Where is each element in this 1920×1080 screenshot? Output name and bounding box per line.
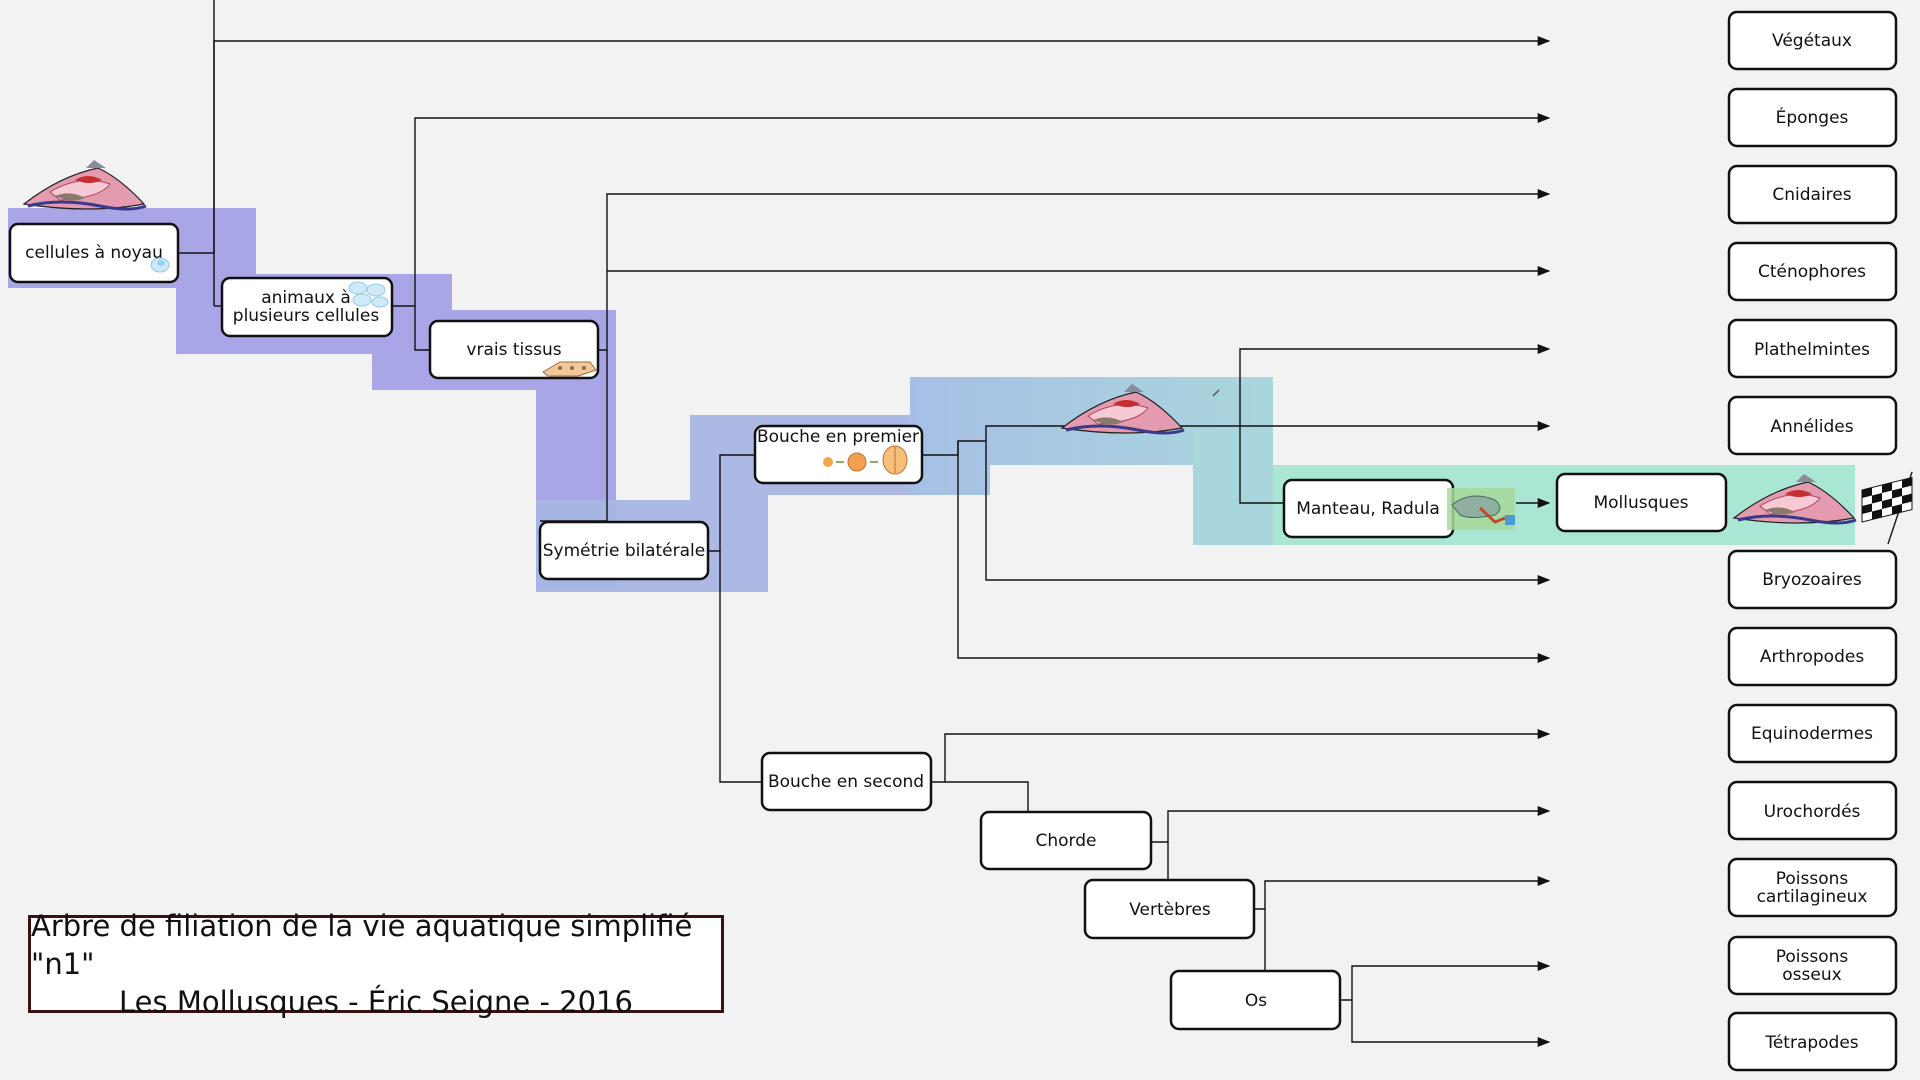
title-line-1: Arbre de filiation de la vie aquatique s… <box>31 909 693 981</box>
node-symetrie-label: Symétrie bilatérale <box>543 541 705 561</box>
cells-icon <box>348 281 389 308</box>
leaf-vegetaux-label: Végétaux <box>1772 31 1852 51</box>
node-manteau-label: Manteau, Radula <box>1296 499 1440 519</box>
leaf-eponges-label: Éponges <box>1776 106 1849 128</box>
node-bouche1: Bouche en premier <box>753 424 924 485</box>
checkered-flag-icon <box>1861 471 1913 545</box>
leaf-urochordes: Urochordés <box>1727 780 1898 841</box>
leaf-eponges: Éponges <box>1727 87 1898 148</box>
mollusc-icon <box>1732 474 1857 525</box>
leaves: Végétaux Éponges Cnidaires Cténophores P… <box>1727 10 1898 1072</box>
leaf-annelides: Annélides <box>1727 395 1898 456</box>
leaf-plathelmintes-label: Plathelmintes <box>1754 340 1870 360</box>
node-tissus: vrais tissus <box>428 319 600 380</box>
node-chorde: Chorde <box>979 810 1153 871</box>
node-mollusques: Mollusques <box>1555 472 1728 533</box>
mollusc-icon <box>1060 384 1185 435</box>
leaf-cnidaires: Cnidaires <box>1727 164 1898 225</box>
leaf-poissons-cart-label-1: Poissons <box>1776 869 1849 889</box>
node-chorde-label: Chorde <box>1036 831 1097 851</box>
node-cellules-label: cellules à noyau <box>25 243 163 263</box>
leaf-ctenophores: Cténophores <box>1727 241 1898 302</box>
leaf-equinodermes: Equinodermes <box>1727 703 1898 764</box>
leaf-tetrapodes-label: Tétrapodes <box>1764 1033 1858 1053</box>
node-cellules: cellules à noyau <box>8 222 180 284</box>
leaf-annelides-label: Annélides <box>1770 417 1853 437</box>
node-mollusques-label: Mollusques <box>1593 493 1688 513</box>
node-vertebres: Vertèbres <box>1083 878 1256 940</box>
leaf-equinodermes-label: Equinodermes <box>1751 724 1873 744</box>
node-os-label: Os <box>1245 991 1267 1011</box>
leaf-bryozoaires: Bryozoaires <box>1727 549 1898 610</box>
leaf-arthropodes-label: Arthropodes <box>1760 647 1865 667</box>
leaf-cnidaires-label: Cnidaires <box>1772 185 1851 205</box>
node-symetrie: Symétrie bilatérale <box>538 520 710 581</box>
node-bouche2-label: Bouche en second <box>768 772 924 792</box>
mollusc-icon <box>22 160 147 211</box>
title-box: Arbre de filiation de la vie aquatique s… <box>28 909 724 1019</box>
node-bouche1-label: Bouche en premier <box>757 427 919 447</box>
leaf-urochordes-label: Urochordés <box>1764 802 1861 822</box>
node-animaux: animaux à plusieurs cellules <box>220 276 394 338</box>
leaf-vegetaux: Végétaux <box>1727 10 1898 71</box>
node-bouche2: Bouche en second <box>760 751 933 812</box>
tissue-icon <box>542 361 597 377</box>
leaf-poissons-cart-label-2: cartilagineux <box>1757 887 1868 907</box>
title-line-2: Les Mollusques - Éric Seigne - 2016 <box>119 985 633 1019</box>
node-animaux-label-2: plusieurs cellules <box>233 306 380 326</box>
highlight-path <box>8 208 1855 592</box>
node-vertebres-label: Vertèbres <box>1129 900 1211 920</box>
node-os: Os <box>1169 969 1342 1031</box>
radula-icon <box>1447 488 1515 530</box>
node-manteau: Manteau, Radula <box>1282 478 1515 539</box>
leaf-bryozoaires-label: Bryozoaires <box>1762 570 1862 590</box>
node-animaux-label-1: animaux à <box>261 288 351 308</box>
leaf-poissons-oss-label-2: osseux <box>1782 965 1841 985</box>
leaf-poissons-oss-label-1: Poissons <box>1776 947 1849 967</box>
leaf-arthropodes: Arthropodes <box>1727 626 1898 687</box>
node-tissus-label: vrais tissus <box>466 340 561 360</box>
leaf-ctenophores-label: Cténophores <box>1758 262 1866 282</box>
pencil-mark-icon <box>1212 389 1220 397</box>
leaf-tetrapodes: Tétrapodes <box>1727 1011 1898 1072</box>
embryo-icon <box>823 445 908 475</box>
cells-icon <box>150 257 170 273</box>
leaf-plathelmintes: Plathelmintes <box>1727 318 1898 379</box>
